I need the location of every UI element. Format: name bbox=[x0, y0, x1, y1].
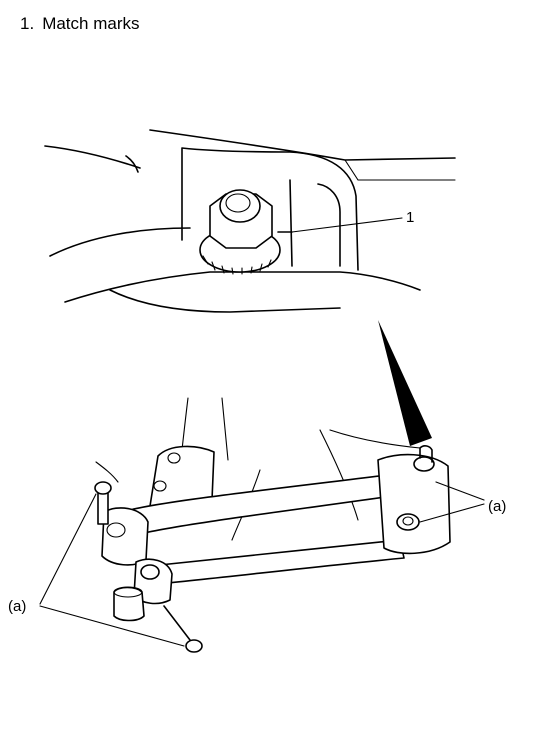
legend-number: 1. bbox=[20, 14, 35, 33]
callout-a-right-leader bbox=[419, 481, 485, 523]
bolt-face bbox=[225, 193, 251, 213]
legend: 1. Match marks bbox=[20, 14, 139, 34]
left-upper-bolt-head bbox=[94, 481, 112, 495]
frame-top-edge bbox=[149, 129, 456, 161]
upper-bracket-hole-2 bbox=[153, 480, 167, 492]
bushing bbox=[113, 586, 145, 622]
frame-lower-edge bbox=[49, 227, 191, 257]
bottom-assembly: (a) (a) bbox=[8, 397, 506, 653]
lower-bolt-shank bbox=[163, 605, 191, 641]
upper-bracket-hole-1 bbox=[167, 452, 181, 464]
body-line-5 bbox=[329, 429, 421, 449]
right-lower-bolt-face bbox=[402, 516, 414, 526]
body-line-6 bbox=[95, 461, 119, 483]
lower-bolt-head bbox=[185, 639, 203, 653]
top-detail: 1 bbox=[44, 129, 456, 313]
bracket-edge-line bbox=[344, 159, 456, 181]
left-lower-nut bbox=[140, 564, 160, 580]
callout-a-left-leader bbox=[39, 493, 185, 647]
right-upper-bolt-head bbox=[413, 456, 435, 472]
bracket-outline bbox=[181, 147, 359, 271]
bolt-end bbox=[219, 189, 261, 223]
frame-bottom-return bbox=[109, 289, 341, 313]
right-lower-bolt-head bbox=[396, 513, 420, 531]
body-line-3 bbox=[319, 429, 359, 521]
right-upper-bolt-stud bbox=[419, 445, 433, 463]
callout-a-right-label: (a) bbox=[488, 498, 506, 515]
callout-1-leader bbox=[291, 217, 403, 233]
frame-bottom-edge bbox=[64, 271, 421, 303]
bushing-top bbox=[113, 586, 143, 598]
left-upper-nut bbox=[106, 522, 126, 538]
right-mount-plate bbox=[377, 453, 451, 555]
match-mark-ticks bbox=[202, 255, 272, 275]
body-line-2 bbox=[221, 397, 229, 461]
left-upper-bolt-shank bbox=[97, 489, 109, 525]
legend-text: Match marks bbox=[42, 14, 140, 33]
view-arrow bbox=[378, 320, 432, 446]
bracket-inner bbox=[289, 179, 341, 267]
callout-1-label: 1 bbox=[406, 209, 414, 226]
frame-rod bbox=[125, 155, 139, 173]
frame-mid-edge bbox=[44, 145, 141, 169]
callout-a-left-label: (a) bbox=[8, 598, 26, 615]
left-upper-bracket bbox=[101, 507, 149, 566]
lower-arm bbox=[149, 539, 405, 585]
